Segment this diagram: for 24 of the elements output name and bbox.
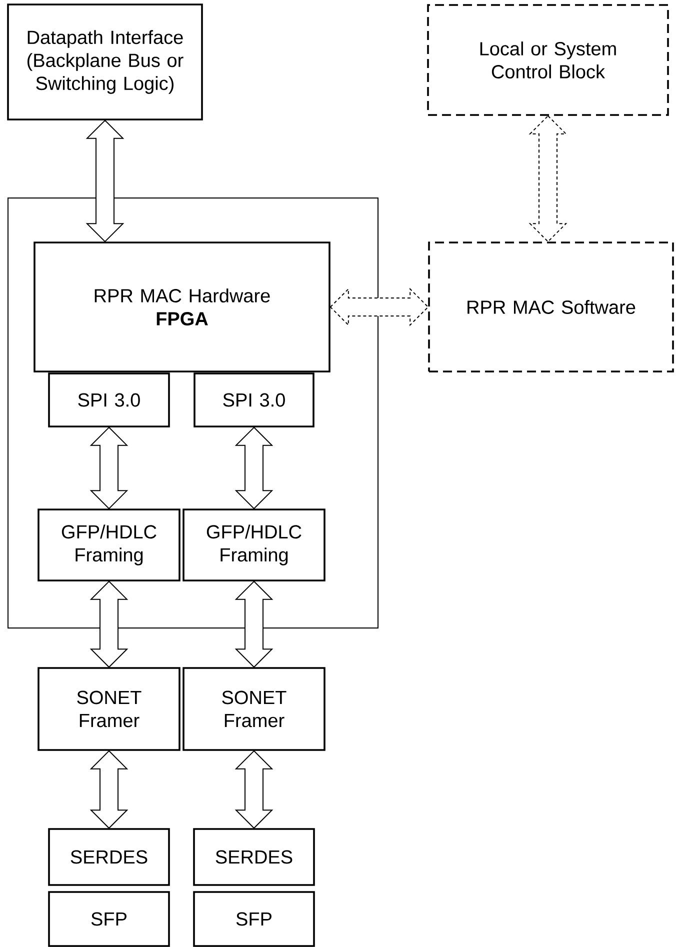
double-arrow (234, 750, 274, 829)
process-box: SPI 3.0 (48, 372, 170, 428)
enclosure-box (8, 198, 378, 628)
process-box: SFP (48, 891, 170, 947)
double-arrow (330, 288, 429, 326)
process-box: SPI 3.0 (194, 372, 314, 428)
process-box: SONET Framer (38, 667, 180, 751)
process-box: Local or System Control Block (427, 4, 669, 116)
process-box: SFP (193, 891, 315, 947)
double-arrow (234, 426, 274, 510)
process-box: SONET Framer (182, 667, 326, 751)
double-arrow (90, 426, 128, 510)
process-box: SERDES (48, 828, 170, 886)
double-arrow (528, 115, 568, 242)
process-box: Datapath Interface (Backplane Bus or Switching Logic) (7, 4, 203, 120)
process-box: GFP/HDLC Framing (182, 508, 326, 582)
double-arrow (234, 580, 274, 668)
process-box: RPR MAC Software (428, 242, 674, 372)
process-box: SERDES (193, 828, 315, 886)
process-box: GFP/HDLC Framing (38, 508, 180, 582)
double-arrow (90, 750, 128, 829)
double-arrow (86, 120, 124, 242)
double-arrow (90, 580, 128, 668)
process-box: RPR MAC Hardware FPGA (34, 242, 330, 372)
